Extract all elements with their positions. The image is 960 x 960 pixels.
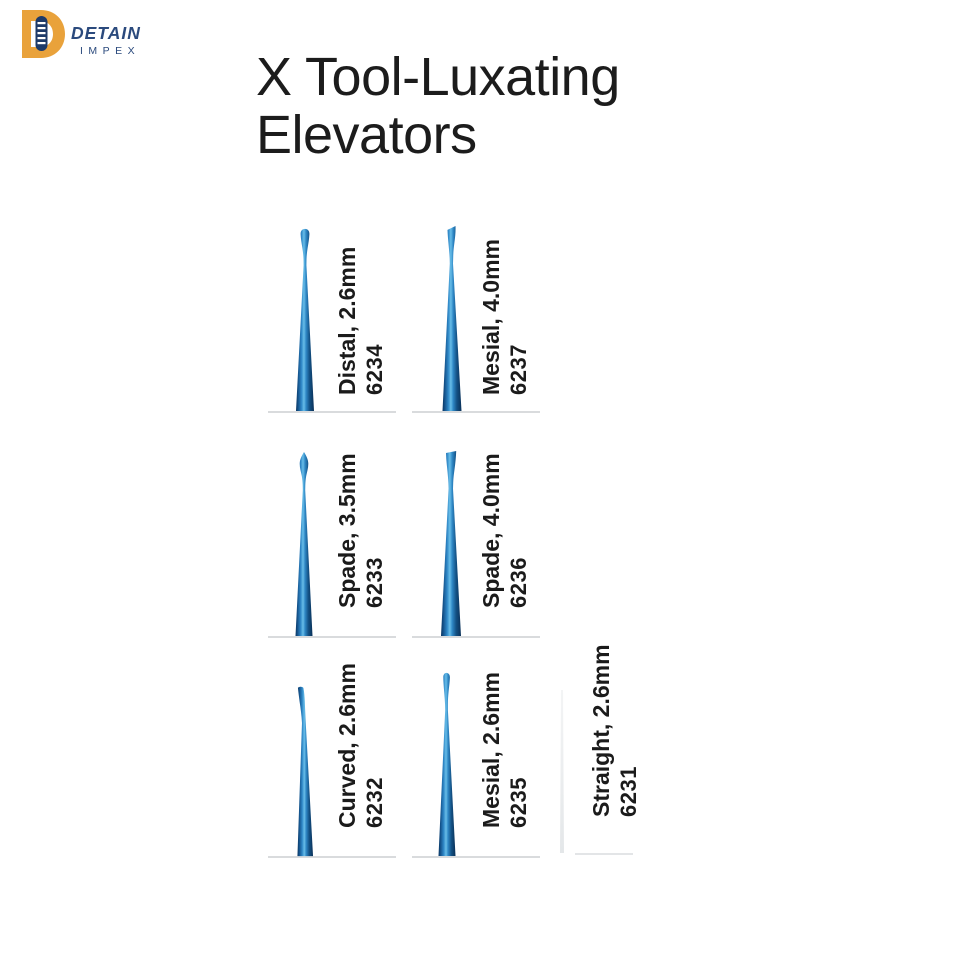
baseline-rule: [268, 636, 396, 638]
baseline-rule: [412, 636, 540, 638]
product-name: Curved, 2.6mm: [334, 663, 360, 828]
logo-implant-threads: [37, 22, 46, 45]
product-code: 6236: [506, 557, 531, 608]
page-title-line2: Elevators: [256, 105, 477, 165]
product-label: Spade, 3.5mm 6233: [334, 430, 388, 608]
product-spade-3-5mm: Spade, 3.5mm 6233: [268, 430, 396, 638]
product-name: Straight, 2.6mm: [588, 644, 614, 817]
product-label: Straight, 2.6mm 6231: [588, 639, 642, 817]
page-title-line1: X Tool-Luxating: [256, 47, 620, 107]
product-label: Spade, 4.0mm 6236: [478, 430, 532, 608]
baseline-rule: [268, 411, 396, 413]
baseline-rule: [575, 853, 633, 855]
product-straight-2-6mm: Straight, 2.6mm 6231: [556, 644, 666, 855]
mesial-elevator-illustration: [442, 225, 462, 412]
brand-name-text: DETAIN: [71, 23, 141, 43]
page-title: X Tool-Luxating Elevators: [256, 48, 620, 164]
product-name: Spade, 3.5mm: [334, 453, 360, 608]
curved-elevator-illustration: [297, 686, 314, 857]
product-label: Mesial, 2.6mm 6235: [478, 650, 532, 828]
product-code: 6232: [362, 777, 387, 828]
product-code: 6231: [616, 766, 641, 817]
product-label: Distal, 2.6mm 6234: [334, 217, 388, 395]
mesial-small-elevator-illustration: [438, 672, 456, 857]
product-name: Distal, 2.6mm: [334, 246, 360, 395]
product-label: Mesial, 4.0mm 6237: [478, 217, 532, 395]
product-mesial-2-6mm: Mesial, 2.6mm 6235: [412, 650, 540, 858]
product-name: Mesial, 4.0mm: [478, 239, 504, 395]
spade-elevator-illustration: [295, 451, 313, 637]
detain-impex-logo: DETAIN IMPEX: [22, 10, 141, 58]
product-spade-4-0mm: Spade, 4.0mm 6236: [412, 430, 540, 638]
straight-elevator-illustration: [560, 690, 564, 853]
product-name: Spade, 4.0mm: [478, 453, 504, 608]
product-mesial-4-0mm: Mesial, 4.0mm 6237: [412, 205, 540, 413]
product-label: Curved, 2.6mm 6232: [334, 650, 388, 828]
product-code: 6237: [506, 344, 531, 395]
logo-d-icon: [22, 10, 65, 58]
product-name: Mesial, 2.6mm: [478, 672, 504, 828]
product-distal-2-6mm: Distal, 2.6mm 6234: [268, 205, 396, 413]
product-code: 6233: [362, 557, 387, 608]
spade-wide-elevator-illustration: [441, 450, 461, 637]
baseline-rule: [412, 411, 540, 413]
baseline-rule: [412, 856, 540, 858]
product-curved-2-6mm: Curved, 2.6mm 6232: [268, 650, 396, 858]
product-code: 6234: [362, 344, 387, 395]
baseline-rule: [268, 856, 396, 858]
distal-elevator-illustration: [296, 228, 314, 412]
product-code: 6235: [506, 777, 531, 828]
brand-subname-text: IMPEX: [80, 45, 140, 57]
